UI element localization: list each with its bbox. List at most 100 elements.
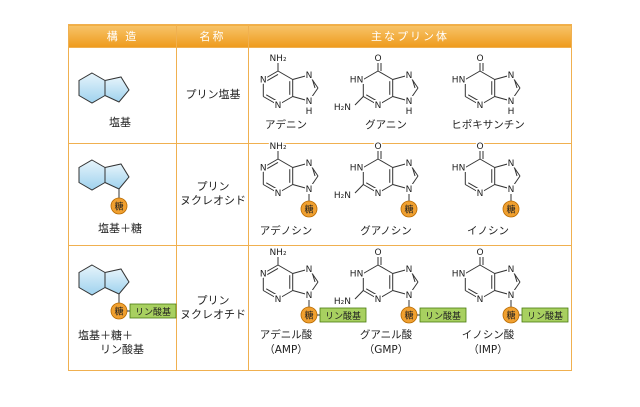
atom-n9: N bbox=[406, 97, 413, 107]
bond bbox=[377, 264, 393, 274]
molecule-name-line: （IMP） bbox=[468, 344, 508, 356]
phosphate-label: リン酸基 bbox=[527, 310, 563, 322]
molecule-name: イノシン酸 （IMP） bbox=[462, 328, 515, 356]
bond bbox=[479, 264, 495, 274]
atom-top: NH₂ bbox=[269, 248, 287, 258]
double-bond bbox=[265, 267, 279, 276]
molecule-name-line: イノシン bbox=[467, 225, 509, 237]
bond bbox=[277, 290, 293, 300]
bond bbox=[363, 158, 379, 168]
atom-n9: N bbox=[306, 185, 313, 195]
atom-n1: HN bbox=[350, 76, 364, 86]
structure-cell bbox=[68, 143, 177, 246]
atom-n9: N bbox=[508, 185, 515, 195]
bond bbox=[277, 158, 293, 168]
atom-n3: N bbox=[375, 189, 382, 199]
atom-n3: N bbox=[477, 295, 484, 305]
bond bbox=[377, 96, 393, 106]
bond bbox=[308, 87, 319, 102]
header-examples: 主なプリン体 bbox=[248, 24, 572, 48]
bond bbox=[263, 158, 279, 168]
double-bond bbox=[365, 94, 379, 103]
double-bond bbox=[265, 73, 279, 82]
bond bbox=[479, 96, 495, 106]
atom-n3: N bbox=[275, 189, 282, 199]
atom-n3: N bbox=[275, 101, 282, 111]
atom-n7: N bbox=[306, 71, 313, 81]
bond bbox=[510, 175, 521, 190]
bond bbox=[292, 268, 310, 274]
double-bond bbox=[467, 182, 481, 191]
sugar-circle bbox=[110, 197, 128, 215]
molecule-name: グアノシン bbox=[360, 224, 412, 237]
bond bbox=[408, 87, 419, 102]
bond bbox=[392, 268, 410, 274]
molecule-name-line: ヒポキサンチン bbox=[451, 119, 525, 131]
molecule-name-line: アデニル酸 bbox=[260, 328, 313, 341]
bond bbox=[263, 70, 279, 80]
molecule-name: グアニル酸（GMP） bbox=[360, 328, 413, 356]
molecule-name: アデニン bbox=[265, 118, 307, 131]
atom-n1: HN bbox=[350, 164, 364, 174]
bond bbox=[408, 281, 419, 296]
atom-n7: N bbox=[508, 159, 515, 169]
bond bbox=[363, 70, 379, 80]
sugar-label: 糖 bbox=[114, 201, 123, 213]
bond bbox=[494, 290, 512, 296]
bond bbox=[408, 175, 419, 190]
atom-top: O bbox=[374, 142, 381, 152]
bond bbox=[292, 74, 310, 80]
atom-n1: HN bbox=[452, 270, 466, 280]
double-bond bbox=[513, 77, 518, 89]
double-bond bbox=[265, 94, 279, 103]
atom-n3: N bbox=[275, 295, 282, 305]
atom-n1: HN bbox=[452, 164, 466, 174]
bond bbox=[392, 162, 410, 168]
atom-top: O bbox=[374, 54, 381, 64]
atom-n7: N bbox=[406, 71, 413, 81]
bond bbox=[465, 158, 481, 168]
base-pentagon bbox=[104, 268, 130, 295]
bond bbox=[392, 290, 410, 296]
structure-label: 塩基 bbox=[109, 116, 131, 129]
phosphate-box bbox=[419, 307, 467, 323]
molecule-name-line: イノシン酸 bbox=[462, 328, 515, 341]
atom-top: O bbox=[476, 248, 483, 258]
atom-n1: N bbox=[260, 270, 267, 280]
atom-n3: N bbox=[477, 189, 484, 199]
bond bbox=[277, 264, 293, 274]
atom-n3: N bbox=[375, 295, 382, 305]
phosphate-label: リン酸基 bbox=[425, 310, 461, 322]
atom-n9: N bbox=[508, 291, 515, 301]
atom-n9-h: H bbox=[508, 107, 515, 117]
double-bond bbox=[513, 165, 518, 177]
header-structure: 構 造 bbox=[68, 24, 177, 48]
sugar-label: 糖 bbox=[304, 204, 313, 216]
category-name: プリン塩基 bbox=[185, 88, 241, 101]
sugar-circle bbox=[300, 200, 318, 218]
atom-n7: N bbox=[406, 265, 413, 275]
molecule-name: アデニル酸（AMP） bbox=[260, 328, 313, 356]
double-bond bbox=[411, 165, 416, 177]
double-bond bbox=[467, 288, 481, 297]
atom-n9: N bbox=[508, 97, 515, 107]
double-bond bbox=[411, 271, 416, 283]
double-bond bbox=[265, 182, 279, 191]
sugar-label: 糖 bbox=[506, 204, 515, 216]
double-bond bbox=[265, 161, 279, 170]
double-bond bbox=[365, 288, 379, 297]
bond bbox=[363, 290, 379, 300]
molecule-name-line: グアノシン bbox=[360, 224, 412, 237]
bond bbox=[277, 70, 293, 80]
bond bbox=[292, 290, 310, 296]
atom-c2: H₂N bbox=[334, 297, 351, 307]
base-hexagon bbox=[78, 72, 106, 104]
atom-c2: H₂N bbox=[334, 191, 351, 201]
bond bbox=[479, 290, 495, 300]
atom-n9: N bbox=[306, 97, 313, 107]
bond bbox=[354, 96, 364, 106]
atom-n9: N bbox=[306, 291, 313, 301]
bond bbox=[363, 184, 379, 194]
bond bbox=[263, 290, 279, 300]
